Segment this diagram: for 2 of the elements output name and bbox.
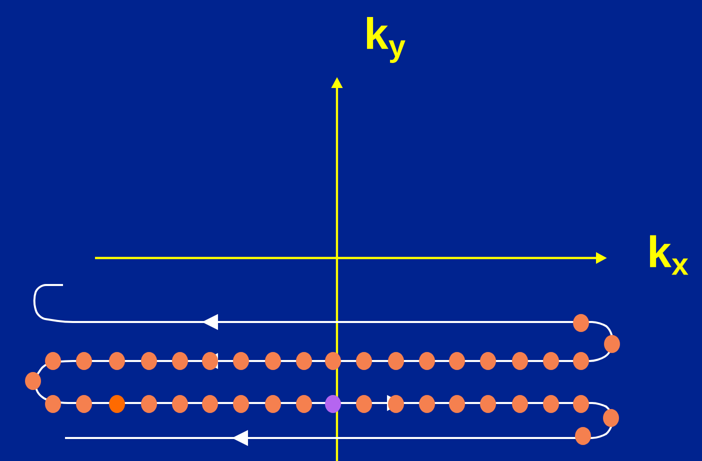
axis-label: k$_{y}$ <box>367 17 406 63</box>
axis-label: k$_{x}$ <box>650 235 688 275</box>
